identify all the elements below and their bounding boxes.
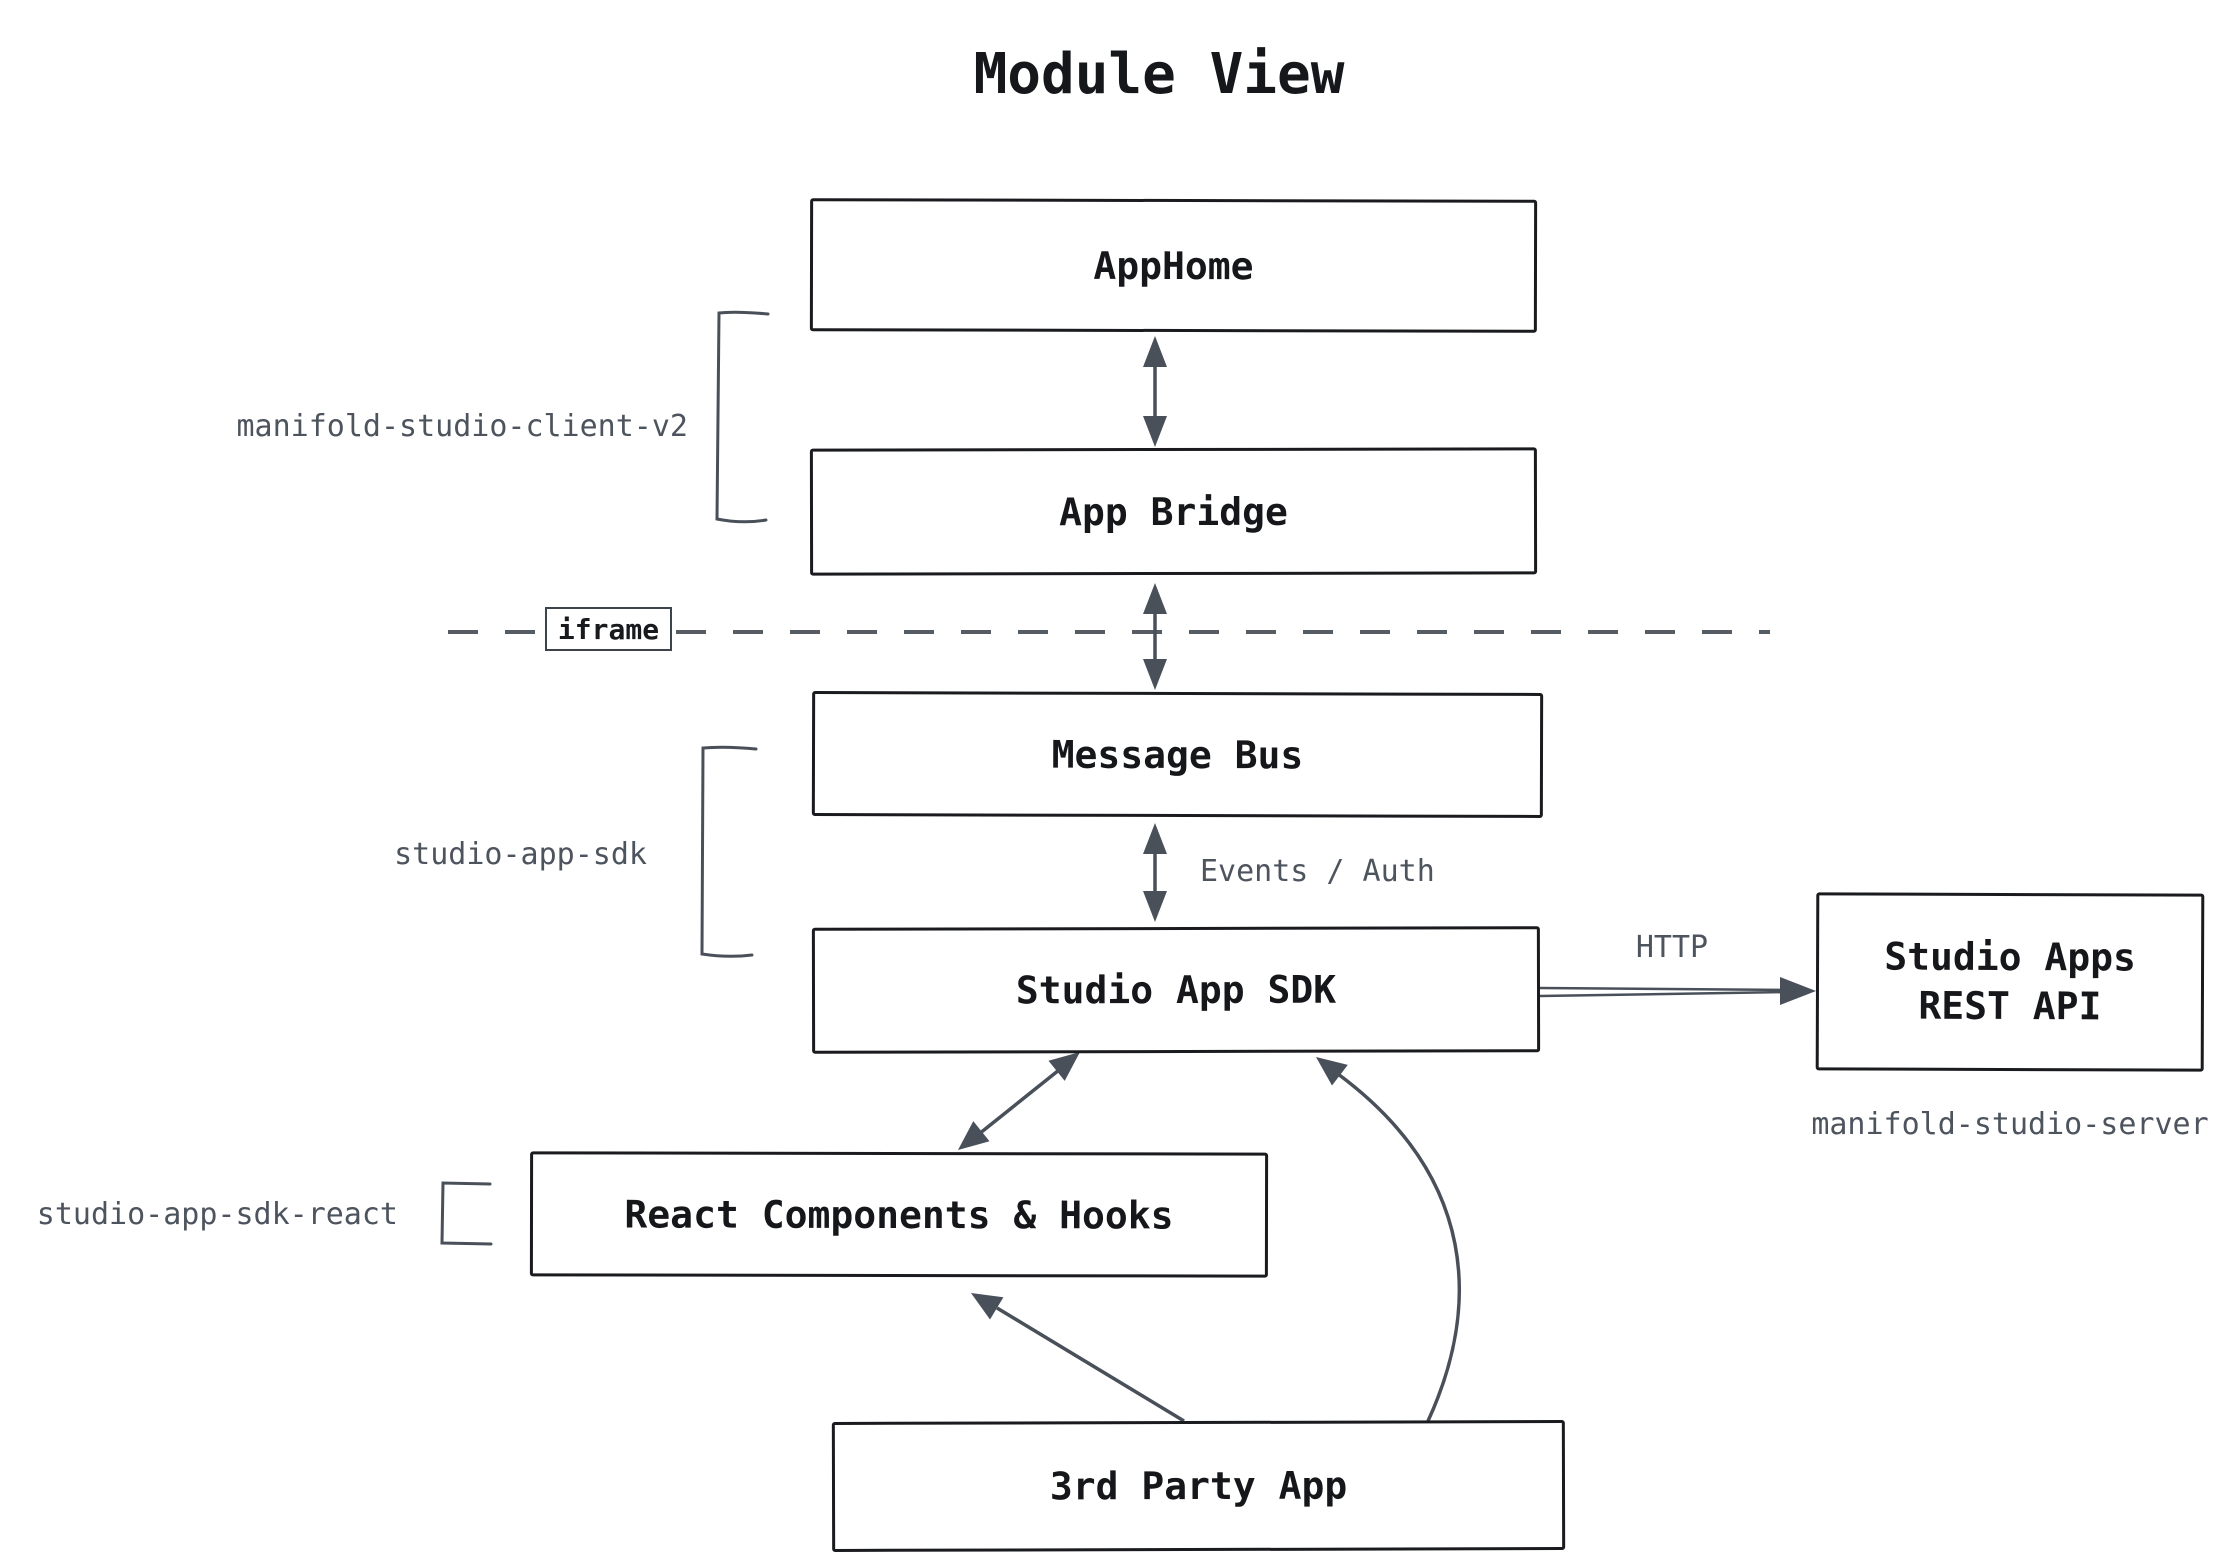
edge-label-events-auth: Events / Auth: [1200, 854, 1435, 889]
bracket-sdk-react: [440, 1181, 493, 1246]
arrow-sdk-react: [958, 1052, 1080, 1150]
arrow-apphome-appbridge: [1143, 336, 1167, 447]
package-label-manifold-studio-server: manifold-studio-server: [1811, 1107, 2209, 1142]
arrow-messagebus-sdk: [1143, 823, 1167, 922]
node-message-bus: Message Bus: [811, 691, 1544, 818]
node-app-home-label: AppHome: [1093, 243, 1254, 288]
arrow-thirdparty-react: [971, 1293, 1185, 1423]
bracket-client-v2: [715, 310, 770, 524]
node-message-bus-label: Message Bus: [1051, 732, 1304, 777]
iframe-boundary-label: iframe: [557, 612, 660, 646]
diagram-title: Module View: [973, 42, 1345, 107]
arrow-thirdparty-sdk: [1316, 1057, 1462, 1422]
node-app-bridge: App Bridge: [809, 447, 1538, 576]
edge-label-http: HTTP: [1635, 930, 1709, 965]
package-label-studio-app-sdk-react: studio-app-sdk-react: [36, 1197, 398, 1232]
node-studio-apps-rest-api-label: Studio Apps REST API: [1884, 932, 2136, 1032]
bracket-studio-app-sdk: [700, 745, 758, 958]
node-app-bridge-label: App Bridge: [1059, 489, 1288, 534]
iframe-boundary-chip: iframe: [545, 607, 672, 651]
node-studio-app-sdk-label: Studio App SDK: [1015, 967, 1337, 1013]
node-studio-apps-rest-api: Studio Apps REST API: [1815, 892, 2205, 1072]
node-third-party-app-label: 3rd Party App: [1049, 1463, 1348, 1509]
node-studio-app-sdk: Studio App SDK: [811, 926, 1541, 1054]
arrow-appbridge-messagebus: [1143, 583, 1167, 690]
package-label-manifold-studio-client-v2: manifold-studio-client-v2: [236, 409, 688, 444]
node-react-components-hooks-label: React Components & Hooks: [624, 1192, 1174, 1237]
package-label-studio-app-sdk: studio-app-sdk: [394, 837, 647, 872]
node-third-party-app: 3rd Party App: [831, 1420, 1566, 1552]
node-app-home: AppHome: [809, 198, 1538, 333]
rest-api-label-line2: REST API: [1918, 983, 2102, 1029]
rest-api-label-line1: Studio Apps: [1884, 934, 2136, 980]
arrow-sdk-restapi: [1539, 977, 1816, 1005]
node-react-components-hooks: React Components & Hooks: [529, 1151, 1269, 1278]
